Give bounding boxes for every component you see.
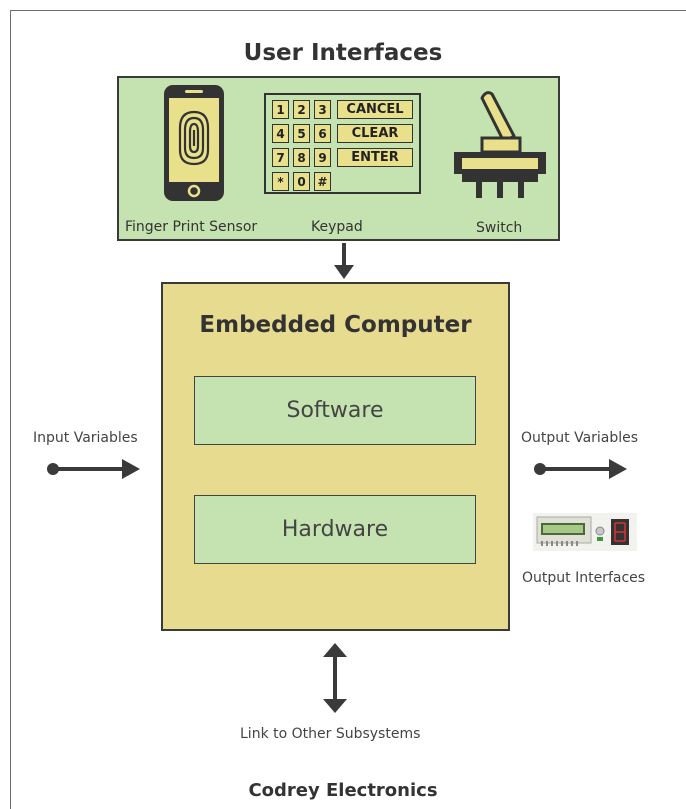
link-label: Link to Other Subsystems bbox=[240, 726, 421, 742]
software-box: Software bbox=[194, 376, 476, 445]
keypad-key: 8 bbox=[293, 148, 310, 167]
footer-brand: Codrey Electronics bbox=[248, 780, 438, 801]
keypad-key: 5 bbox=[293, 124, 310, 143]
keypad-key: 1 bbox=[272, 100, 289, 119]
keypad-key-enter: ENTER bbox=[337, 148, 413, 167]
switch-label: Switch bbox=[476, 220, 523, 236]
hardware-box: Hardware bbox=[194, 495, 476, 564]
keypad-key: 9 bbox=[314, 148, 331, 167]
embedded-computer-box bbox=[161, 282, 510, 631]
lcd-display-board-icon bbox=[533, 513, 637, 551]
keypad-key: 3 bbox=[314, 100, 331, 119]
keypad-key: 2 bbox=[293, 100, 310, 119]
keypad-key: 4 bbox=[272, 124, 289, 143]
bidirectional-arrow-icon bbox=[323, 643, 347, 713]
hardware-label: Hardware bbox=[281, 517, 389, 542]
toggle-switch-icon bbox=[454, 91, 546, 198]
output-interfaces-label: Output Interfaces bbox=[522, 570, 646, 586]
fingerprint-label: Finger Print Sensor bbox=[125, 219, 258, 235]
diagram-frame bbox=[10, 10, 686, 809]
keypad-key: 7 bbox=[272, 148, 289, 167]
user-interfaces-title: User Interfaces bbox=[243, 40, 443, 66]
keypad-key: 0 bbox=[293, 172, 310, 191]
output-variables-label: Output Variables bbox=[521, 430, 639, 446]
software-label: Software bbox=[286, 398, 384, 423]
fingerprint-phone-icon bbox=[164, 85, 224, 201]
keypad-key: 6 bbox=[314, 124, 331, 143]
keypad-key: # bbox=[314, 172, 331, 191]
output-arrow-icon bbox=[534, 459, 627, 479]
keypad-key: * bbox=[272, 172, 289, 191]
keypad-label: Keypad bbox=[311, 219, 363, 235]
embedded-computer-title: Embedded Computer bbox=[199, 312, 472, 338]
keypad: 1 2 3 CANCEL 4 5 6 CLEAR 7 8 9 ENTER * 0… bbox=[264, 93, 421, 194]
input-arrow-icon bbox=[47, 459, 140, 479]
keypad-key-clear: CLEAR bbox=[337, 124, 413, 143]
arrow-down-icon bbox=[334, 243, 354, 279]
keypad-key-cancel: CANCEL bbox=[337, 100, 413, 119]
input-variables-label: Input Variables bbox=[33, 430, 138, 446]
